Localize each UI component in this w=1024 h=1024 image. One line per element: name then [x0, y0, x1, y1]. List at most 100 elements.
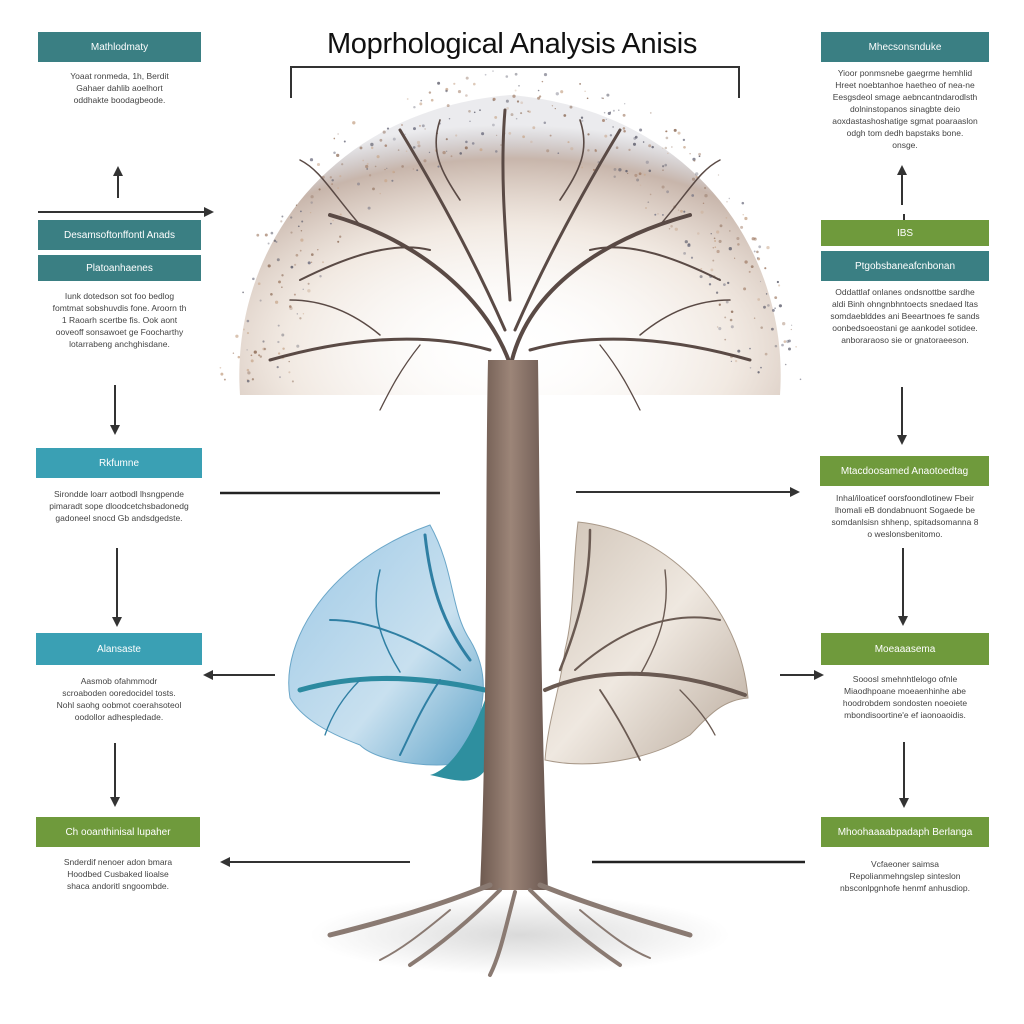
crown-speckle	[376, 155, 380, 159]
crown-speckle	[695, 172, 699, 176]
crown-speckle	[297, 225, 300, 228]
crown-speckle	[710, 233, 712, 235]
crown-speckle	[724, 316, 727, 319]
right-box-5-header[interactable]: Moeaaasema	[821, 633, 989, 665]
crown-speckle	[758, 245, 762, 249]
crown-speckle	[343, 140, 346, 143]
crown-speckle	[714, 246, 717, 249]
crown-speckle	[424, 128, 426, 130]
crown-speckle	[538, 95, 542, 98]
left-box-5-line: Aasmob ofahmmodr	[80, 676, 158, 686]
crown-speckle	[636, 178, 640, 182]
crown-speckle	[634, 173, 638, 177]
right-box-1-header[interactable]: Mhecsonsnduke	[821, 32, 989, 62]
crown-speckle	[220, 372, 224, 376]
crown-speckle	[700, 210, 704, 214]
crown-speckle	[445, 138, 448, 141]
crown-speckle	[401, 124, 403, 126]
crown-speckle	[790, 324, 793, 326]
crown-speckle	[541, 80, 544, 83]
crown-speckle	[290, 231, 293, 234]
crown-speckle	[484, 73, 487, 76]
right-box-6-header[interactable]: Mhoohaaaabpadaph Berlanga	[821, 817, 989, 847]
crown-speckle	[366, 162, 369, 165]
crown-speckle	[267, 264, 271, 268]
crown-speckle	[584, 90, 586, 92]
crown-speckle	[766, 245, 770, 250]
crown-speckle	[290, 216, 293, 219]
crown-speckle	[784, 363, 787, 366]
crown-speckle	[307, 289, 311, 293]
crown-speckle	[683, 210, 686, 213]
crown-speckle	[237, 355, 241, 359]
right-box-6-description: Vcfaeoner saimsa Repolianmehngslep sinte…	[815, 858, 995, 894]
crown-speckle	[743, 287, 747, 291]
left-box-6-header[interactable]: Ch ooanthinisal lupaher	[36, 817, 200, 847]
crown-speckle	[649, 193, 652, 196]
left-box-3-header[interactable]: Platoanhaenes	[38, 255, 201, 281]
crown-speckle	[750, 265, 754, 269]
crown-speckle	[397, 149, 400, 151]
crown-speckle	[704, 194, 708, 198]
crown-speckle	[799, 378, 802, 381]
gray-leaf	[544, 521, 749, 765]
crown-speckle	[479, 109, 481, 112]
crown-speckle	[329, 176, 332, 179]
crown-speckle	[662, 169, 664, 171]
crown-speckle	[683, 251, 687, 255]
crown-speckle	[753, 317, 756, 319]
crown-speckle	[281, 333, 285, 337]
crown-speckle	[632, 142, 637, 146]
crown-speckle	[527, 110, 530, 113]
right-box-4-header[interactable]: Mtacdoosamed Anaotoedtag	[820, 456, 989, 486]
right-box-2-header[interactable]: IBS	[821, 220, 989, 246]
right-box-1-line: onsge.	[892, 140, 918, 150]
left-box-4-line: pimaradt sope dloodcetchsbadonedg	[49, 501, 189, 511]
crown-speckle	[457, 90, 462, 94]
crown-speckle	[291, 380, 294, 383]
crown-speckle	[421, 124, 425, 128]
crown-speckle	[310, 195, 314, 199]
crown-speckle	[673, 128, 677, 132]
left-box-5-line: scroaboden ooredocidel tosts.	[62, 688, 176, 698]
crown-speckle	[749, 367, 752, 369]
crown-speckle	[267, 242, 270, 245]
crown-speckle	[618, 168, 622, 172]
crown-speckle	[430, 98, 434, 102]
right-box-3-header[interactable]: Ptgobsbaneafcnbonan	[821, 251, 989, 281]
crown-speckle	[512, 94, 516, 98]
crown-speckle	[665, 130, 668, 133]
crown-speckle	[473, 111, 476, 114]
crown-speckle	[764, 267, 767, 270]
crown-speckle	[744, 260, 748, 264]
crown-speckle	[468, 109, 471, 113]
right-box-1-description: Yioor ponmsnebe gaegrme hemhlid Hreet no…	[815, 67, 995, 151]
crown-speckle	[718, 239, 722, 243]
crown-speckle	[713, 237, 716, 240]
crown-speckle	[505, 99, 509, 103]
left-box-1-header[interactable]: Mathlodmaty	[38, 32, 201, 62]
crown-speckle	[295, 204, 298, 206]
crown-speckle	[370, 142, 374, 147]
crown-speckle	[428, 151, 431, 154]
left-box-2-header[interactable]: Desamsoftonffontl Anads	[38, 220, 201, 250]
left-box-5-header[interactable]: Alansaste	[36, 633, 202, 665]
crown-speckle	[774, 344, 778, 348]
crown-speckle	[613, 175, 616, 178]
crown-speckle	[627, 172, 629, 175]
left-box-6-line: shaca andoritl sngoombde.	[66, 881, 170, 891]
crown-speckle	[648, 169, 652, 173]
crown-speckle	[469, 120, 471, 122]
crown-speckle	[756, 257, 759, 259]
left-arrows	[38, 166, 410, 867]
crown-speckle	[288, 371, 291, 374]
crown-speckle	[700, 267, 703, 270]
crown-speckle	[728, 230, 731, 232]
crown-speckle	[288, 360, 290, 363]
right-box-5-line: mbondisoortine'e ef iaonoaoidis.	[844, 710, 966, 720]
right-box-1-line: Yioor ponmsnebe gaegrme hemhlid	[837, 68, 973, 78]
left-box-4-header[interactable]: Rkfumne	[36, 448, 202, 478]
crown-speckle	[606, 93, 610, 97]
crown-speckle	[419, 124, 421, 127]
crown-speckle	[464, 146, 468, 150]
